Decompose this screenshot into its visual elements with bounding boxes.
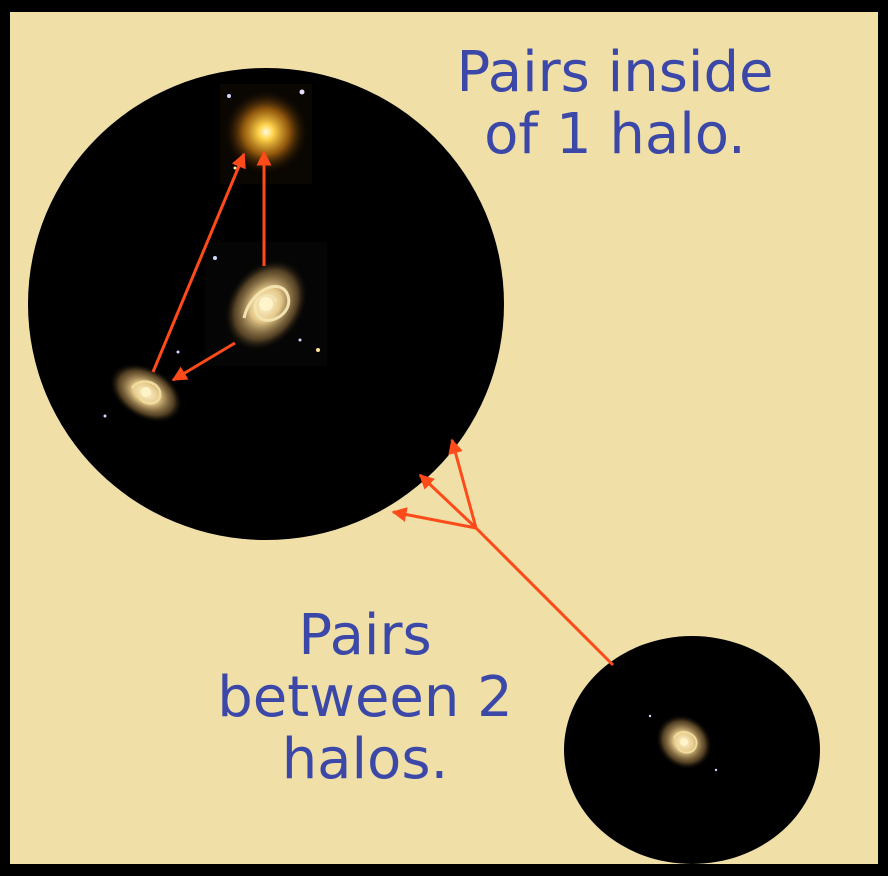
arrow-between-halos-trunk — [474, 526, 615, 667]
caption-between-line-2: between 2 — [217, 665, 513, 730]
caption-between-line-1: Pairs — [298, 603, 432, 668]
caption-inside-line-1: Pairs inside — [456, 40, 774, 105]
central-spiral-galaxy-image — [205, 242, 327, 366]
small-halo-spiral-galaxy-image — [648, 714, 718, 772]
arrow-spiral-to-lowerleft — [171, 341, 236, 382]
caption-pairs-between: Pairs between 2 halos. — [200, 605, 530, 791]
arrow-between-halos-1 — [448, 438, 478, 529]
elliptical-galaxy-image — [220, 84, 312, 184]
caption-pairs-inside: Pairs inside of 1 halo. — [430, 42, 800, 166]
caption-between-line-3: halos. — [281, 727, 449, 792]
arrow-between-halos-3 — [391, 507, 477, 530]
lower-left-spiral-galaxy-image — [103, 350, 183, 424]
arrow-between-halos-2 — [418, 473, 478, 530]
arrow-lowerleft-to-elliptical — [151, 152, 246, 373]
caption-inside-line-2: of 1 halo. — [484, 102, 746, 167]
